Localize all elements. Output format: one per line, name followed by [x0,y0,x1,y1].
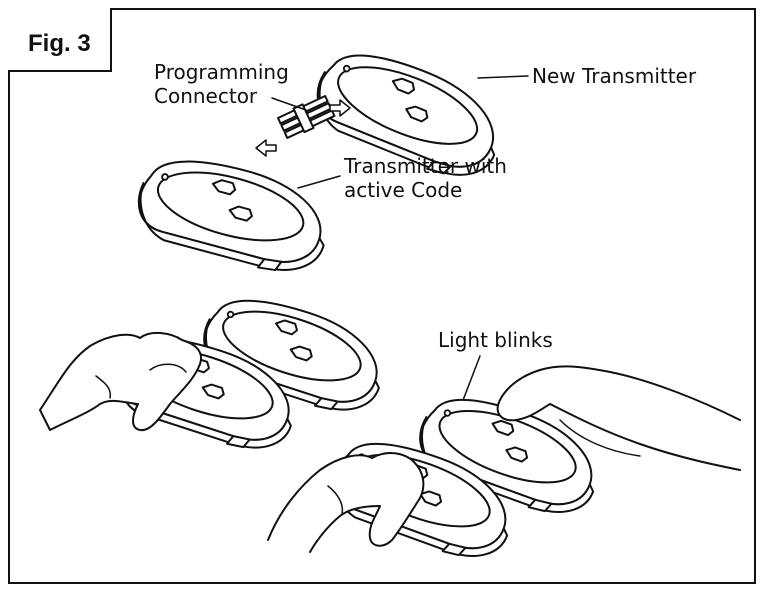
programming-connector-label-line2: Connector [154,84,258,108]
figure-label: Fig. 3 [28,30,91,57]
hand-right [498,366,740,470]
active-code-transmitter-remote [128,144,338,284]
hand-lower [268,453,423,552]
light-blinks-label: Light blinks [438,328,553,352]
programming-connector-label-line1: Programming [154,60,289,84]
hand-left [40,333,201,430]
arrow-right-icon [330,100,350,116]
programming-connector [277,94,335,140]
active-code-label-line2: active Code [344,178,463,202]
new-transmitter-label: New Transmitter [532,64,697,88]
figure-label-box: Fig. 3 [8,8,112,72]
active-code-label-line1: Transmitter with [344,154,507,178]
arrow-left-icon [256,140,276,156]
